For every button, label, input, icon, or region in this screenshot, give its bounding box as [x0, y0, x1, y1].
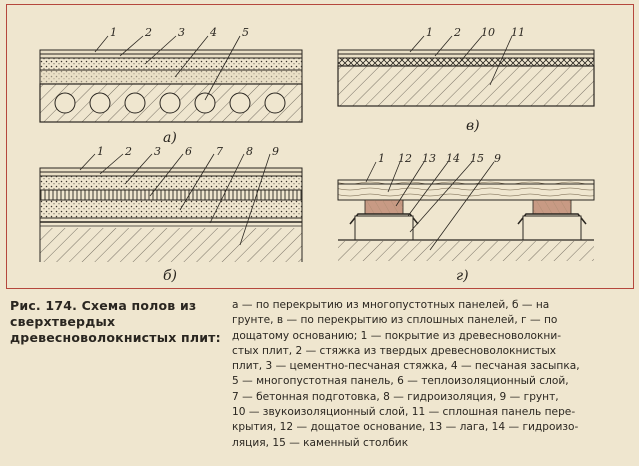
- callout-b-2: 2: [124, 145, 132, 158]
- callout-b-3: 3: [154, 145, 161, 158]
- panel-d-label: г): [456, 268, 469, 284]
- panel-c-label: в): [466, 118, 480, 134]
- callout-d-14: 14: [446, 152, 460, 165]
- callout-d-12: 12: [398, 152, 412, 165]
- callout-c-2: 2: [453, 26, 461, 39]
- caption-line: дощатому основанию; 1 — покрытие из древ…: [232, 329, 562, 342]
- callout-a-4: 4: [209, 26, 217, 39]
- callout-b-9: 9: [272, 145, 279, 158]
- caption-line: 5 — многопустотная панель, 6 — теплоизол…: [232, 375, 569, 388]
- callout-c-10: 10: [481, 26, 495, 39]
- panel-a-label: а): [163, 130, 177, 146]
- figure-caption-title: Рис. 174. Схема полов из сверхтвердых др…: [10, 298, 221, 345]
- caption-line: грунте, в — по перекрытию из сплошных па…: [232, 314, 558, 327]
- callout-d-13: 13: [422, 152, 436, 165]
- caption-line: стых плит, 2 — стяжка из твердых древесн…: [232, 344, 556, 357]
- floor-diagram-figure: 1 2 3 4 5 а): [39, 26, 595, 284]
- callout-b-8: 8: [246, 145, 253, 158]
- caption-line: крытия, 12 — дощатое основание, 13 — лаг…: [232, 421, 579, 434]
- panel-b-diagram: 1 2 3 6 7 8 9 б): [39, 145, 303, 284]
- callout-a-2: 2: [144, 26, 152, 39]
- callout-a-3: 3: [178, 26, 185, 39]
- callout-d-9: 9: [494, 152, 501, 165]
- panel-d-diagram: 1 12 13 14 15 9 г): [337, 152, 595, 284]
- caption-line: 7 — бетонная подготовка, 8 — гидроизоляц…: [232, 390, 559, 403]
- callout-b-1: 1: [97, 145, 104, 158]
- caption-line: а — по перекрытию из многопустотных пане…: [232, 299, 550, 311]
- figure-frame: [6, 4, 634, 289]
- callout-d-1: 1: [378, 152, 385, 165]
- caption-line: 10 — звукоизоляционный слой, 11 — сплошн…: [232, 406, 576, 419]
- callout-d-15: 15: [470, 152, 484, 165]
- panel-c-diagram: 1 2 10 11 в): [337, 26, 595, 134]
- callout-c-11: 11: [511, 26, 525, 39]
- figure-caption-description: а — по перекрытию из многопустотных пане…: [232, 298, 632, 451]
- panel-b-label: б): [163, 268, 177, 284]
- callout-b-7: 7: [216, 145, 223, 158]
- panel-a-diagram: 1 2 3 4 5 а): [39, 26, 303, 146]
- callout-a-5: 5: [242, 26, 249, 39]
- callout-a-1: 1: [110, 26, 117, 39]
- caption-line: ляция, 15 — каменный столбик: [232, 436, 409, 449]
- callout-c-1: 1: [426, 26, 433, 39]
- caption-line: плит, 3 — цементно-песчаная стяжка, 4 — …: [232, 360, 580, 373]
- callout-b-6: 6: [185, 145, 192, 158]
